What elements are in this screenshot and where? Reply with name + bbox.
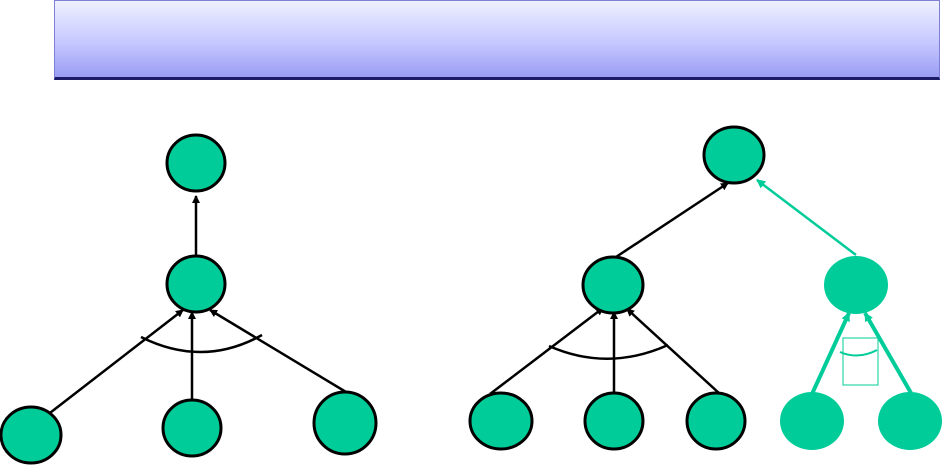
- right-node-green-mid: [824, 256, 888, 314]
- left-edge-leaf1: [45, 309, 184, 417]
- left-and-arc: [140, 333, 263, 354]
- left-node-mid: [165, 254, 227, 314]
- right-edge-mid-to-top: [615, 181, 729, 259]
- right-node-leaf3: [685, 391, 747, 451]
- left-edge-leaf3: [209, 308, 347, 394]
- right-edge-leaf3: [626, 308, 721, 395]
- right-and-arc: [548, 343, 669, 360]
- right-edge-green-leaf1: [810, 312, 851, 395]
- left-node-leaf3: [312, 390, 378, 456]
- right-node-leaf2: [583, 391, 645, 451]
- right-node-top: [702, 125, 766, 185]
- left-tree: [0, 133, 378, 465]
- right-green-and-arc: [839, 349, 878, 357]
- right-node-green-leaf1: [780, 392, 844, 450]
- right-node-leaf1: [468, 391, 534, 451]
- left-node-top: [165, 133, 227, 193]
- left-node-leaf1: [0, 405, 63, 465]
- right-edge-green-to-top: [756, 179, 857, 256]
- right-node-mid: [581, 255, 645, 315]
- left-node-leaf2: [161, 398, 223, 458]
- right-tree: [468, 125, 942, 451]
- right-node-green-leaf2: [878, 392, 942, 450]
- title-band: [54, 0, 940, 80]
- right-highlight-box: [842, 337, 879, 386]
- right-edge-leaf1: [489, 307, 604, 395]
- right-edge-green-leaf2: [863, 312, 913, 394]
